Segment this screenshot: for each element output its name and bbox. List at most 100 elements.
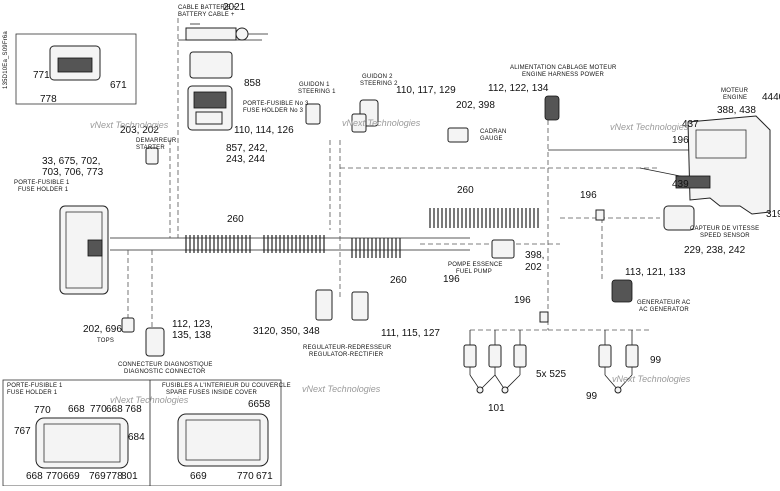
- label-l-gen2: AC GENERATOR: [639, 307, 689, 313]
- callout-c99b: 99: [586, 391, 598, 402]
- label-l-spare1: FUSIBLES A L'INTERIEUR DU COUVERCLE: [162, 383, 291, 389]
- label-l-reg1: REGULATEUR-REDRESSEUR: [303, 345, 392, 351]
- callout-c770a: 770: [34, 405, 51, 416]
- drawing-id: 135D10Ea_S09Fr6a: [3, 31, 9, 89]
- callout-c671: 671: [110, 80, 127, 91]
- callout-c101: 101: [488, 403, 505, 414]
- callout-c113: 113, 121, 133: [625, 267, 686, 278]
- callout-c398: 398,: [525, 250, 544, 261]
- speed-sensor-connector: [663, 205, 695, 231]
- callout-c770d: 770: [237, 471, 254, 482]
- label-l-cap1: CAPTEUR DE VITESSE: [690, 226, 759, 232]
- callout-c260a: 260: [457, 185, 474, 196]
- inset-top-left: [15, 33, 137, 105]
- label-l-gui1b: STEERING 1: [298, 89, 336, 95]
- callout-c6658: 6658: [248, 399, 271, 410]
- watermark-w6: vNext Technologies: [612, 374, 691, 384]
- callout-c110b: 110, 114, 126: [234, 125, 294, 136]
- label-l-cap2: SPEED SENSOR: [700, 233, 750, 239]
- callout-c671b: 671: [256, 471, 273, 482]
- label-l-alim1: ALIMENTATION CABLAGE MOTEUR: [510, 65, 617, 71]
- callout-c768: 768: [125, 404, 142, 415]
- label-l-pf3b: FUSE HOLDER No 3: [243, 108, 304, 114]
- fuse-holder-3: [187, 85, 233, 131]
- relay-858: [189, 51, 233, 79]
- callout-c668b: 668: [106, 404, 123, 415]
- callout-c703: 703, 706, 773: [42, 167, 104, 178]
- callout-c767: 767: [14, 426, 31, 437]
- callout-c3120: 3120, 350, 348: [253, 326, 320, 337]
- label-l-pf1b: FUSE HOLDER 1: [18, 187, 69, 193]
- label-l-cable2: BATTERY CABLE +: [178, 12, 235, 18]
- label-l-pompe1: POMPE ESSENCE: [448, 262, 503, 268]
- label-l-moteur1: MOTEUR: [721, 88, 749, 94]
- callout-c196c: 196: [443, 274, 460, 285]
- label-l-pfb2: FUSE HOLDER 1: [7, 390, 58, 396]
- callout-c5x525: 5x 525: [536, 369, 566, 380]
- callout-c196a: 196: [672, 135, 689, 146]
- callout-c669b: 669: [190, 471, 207, 482]
- callout-c135: 135, 138: [172, 330, 211, 341]
- watermark-w4: vNext Technologies: [110, 395, 189, 405]
- callout-c260c: 260: [390, 275, 407, 286]
- regulator-connector-a: [315, 289, 333, 321]
- callout-c770c: 770: [46, 471, 63, 482]
- callout-c196d: 196: [514, 295, 531, 306]
- label-l-spare2: SPARE FUSES INSIDE COVER: [166, 390, 258, 396]
- fuse-holder-1: [59, 205, 109, 295]
- callout-c668a: 668: [68, 404, 85, 415]
- callout-c112a: 112, 122, 134: [488, 83, 549, 94]
- callout-c388: 388, 438: [717, 105, 756, 116]
- clip-196-b: [539, 311, 549, 323]
- clip-196-a: [595, 209, 605, 221]
- label-l-cadran2: GAUGE: [480, 136, 503, 142]
- label-l-pf3a: PORTE-FUSIBLE No 3: [243, 101, 309, 107]
- label-l-gui2b: STEERING 2: [360, 81, 398, 87]
- callout-c669a: 669: [63, 471, 80, 482]
- label-l-alim2: ENGINE HARNESS POWER: [522, 72, 604, 78]
- label-l-diag2: DIAGNOSTIC CONNECTOR: [124, 369, 206, 375]
- callout-c229: 229, 238, 242: [684, 245, 746, 256]
- callout-c110a: 110, 117, 129: [396, 85, 456, 96]
- callout-c3191: 3191: [766, 209, 780, 220]
- callout-c112b: 112, 123,: [172, 319, 213, 330]
- callout-c196b: 196: [580, 190, 597, 201]
- engine-harness-power-connector: [544, 95, 560, 121]
- label-l-gui1a: GUIDON 1: [299, 82, 330, 88]
- callout-c778a: 778: [40, 94, 57, 105]
- watermarks: vNext Technologies vNext Technologies vNex…: [90, 118, 691, 405]
- callout-c857: 857, 242,: [226, 143, 268, 154]
- label-l-pfb1: PORTE-FUSIBLE 1: [7, 383, 63, 389]
- fuel-pump-connector: [491, 239, 515, 259]
- components: [59, 27, 771, 394]
- callout-c99a: 99: [650, 355, 662, 366]
- callout-c260b: 260: [227, 214, 244, 225]
- callout-c668c: 668: [26, 471, 43, 482]
- gauge-connector: [447, 127, 469, 143]
- watermark-w1: vNext Technologies: [90, 120, 169, 130]
- ac-generator-connector: [611, 279, 633, 303]
- callout-c202c: 202, 696: [83, 324, 122, 335]
- label-l-dem2: STARTER: [136, 145, 165, 151]
- watermark-w3: vNext Technologies: [610, 122, 689, 132]
- label-l-gen1: GENERATEUR AC: [637, 300, 691, 306]
- callout-c2021: 2021: [223, 2, 246, 13]
- label-l-cadran1: CADRAN: [480, 129, 507, 135]
- label-l-pompe2: FUEL PUMP: [456, 269, 492, 275]
- diagnostic-connector: [145, 327, 165, 357]
- callout-c33: 33, 675, 702,: [42, 156, 100, 167]
- callout-c771: 771: [33, 70, 50, 81]
- callout-c203: 203, 202: [120, 125, 159, 136]
- label-l-reg2: REGULATOR-RECTIFIER: [309, 352, 384, 358]
- regulator-connector-b: [351, 291, 369, 321]
- watermark-w2: vNext Technologies: [342, 118, 421, 128]
- callout-c111: 111, 115, 127: [381, 328, 440, 339]
- label-l-cable1: CABLE BATTERIE +: [178, 5, 237, 11]
- corrugated-sleeves: [185, 208, 539, 258]
- steering-1-connector: [305, 103, 321, 125]
- callout-c439: 439: [672, 179, 689, 190]
- battery-cable-connector: [185, 27, 268, 41]
